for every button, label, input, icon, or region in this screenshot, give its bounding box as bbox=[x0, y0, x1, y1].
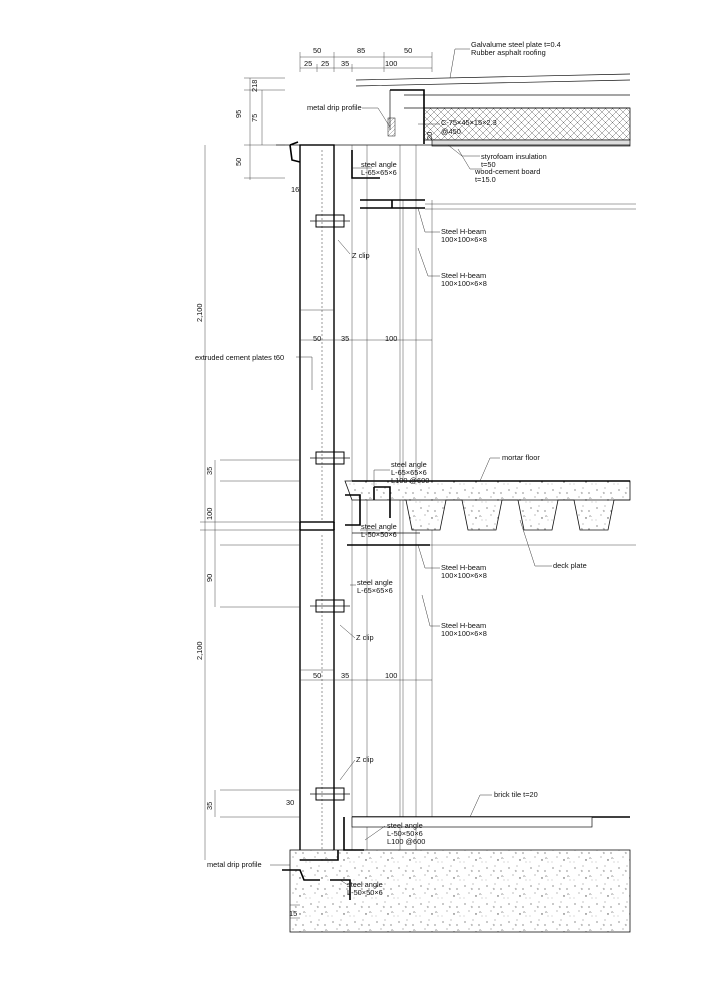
label-angle-mid-size: L-65×65×6 bbox=[391, 468, 427, 477]
label-deck-plate: deck plate bbox=[553, 561, 587, 570]
label-angle-mid-b-size: L-50×50×6 bbox=[361, 530, 397, 539]
dim-top-25a: 25 bbox=[304, 59, 312, 68]
dim-mid-35: 35 bbox=[341, 334, 349, 343]
label-angle-top-size: L-65×65×6 bbox=[361, 168, 397, 177]
label-angle-low: steel angle bbox=[357, 578, 393, 587]
dim-v-95: 95 bbox=[234, 110, 243, 118]
dim-v-2100-lower: 2,100 bbox=[195, 642, 204, 661]
label-angle-top: steel angle bbox=[361, 160, 397, 169]
dim-v-2100-upper: 2,100 bbox=[195, 304, 204, 323]
label-galvalume: Galvalume steel plate t=0.4 bbox=[471, 40, 561, 49]
label-angle-mid-b: steel angle bbox=[361, 522, 397, 531]
dim-v-50: 50 bbox=[234, 158, 243, 166]
h-beam-top bbox=[351, 150, 636, 210]
ground-slab bbox=[282, 816, 631, 933]
label-angle-base: steel angle bbox=[347, 880, 383, 889]
label-zclip-3: Z clip bbox=[356, 755, 374, 764]
label-angle-bottom-size: L-50×50×6 bbox=[387, 829, 423, 838]
label-ecp: extruded cement plates t60 bbox=[195, 353, 284, 362]
label-metal-drip-top: metal drip profile bbox=[307, 103, 362, 112]
dim-v-20: 20 bbox=[425, 132, 434, 140]
dim-v-100-mid: 100 bbox=[205, 508, 214, 520]
dim-low-35: 35 bbox=[341, 671, 349, 680]
dim-top-25b: 25 bbox=[321, 59, 329, 68]
label-c-purlin: C-75×45×15×2.3 bbox=[441, 118, 497, 127]
label-metal-drip-bottom: metal drip profile bbox=[207, 860, 262, 869]
label-mortar-floor: mortar floor bbox=[502, 453, 540, 462]
label-styrofoam-thickness: t=50 bbox=[481, 160, 496, 169]
label-angle-mid-spacing: L100 @600 bbox=[391, 476, 429, 485]
label-hbeam-a: Steel H-beam bbox=[441, 227, 486, 236]
label-wood-cement: wood-cement board bbox=[474, 167, 540, 176]
label-angle-low-size: L-65×65×6 bbox=[357, 586, 393, 595]
label-brick-tile: brick tile t=20 bbox=[494, 790, 538, 799]
dim-v-30: 30 bbox=[286, 798, 294, 807]
mid-floor-slab bbox=[344, 480, 631, 534]
label-hbeam-d-size: 100×100×6×8 bbox=[441, 629, 487, 638]
dimension-text: 50 85 50 25 25 35 100 218 95 75 50 20 16… bbox=[195, 46, 434, 918]
label-angle-bottom: steel angle bbox=[387, 821, 423, 830]
dim-low-50: 50 bbox=[313, 671, 321, 680]
dim-v-75: 75 bbox=[250, 114, 259, 122]
z-clips bbox=[310, 214, 350, 801]
label-hbeam-a-size: 100×100×6×8 bbox=[441, 235, 487, 244]
dim-top-35: 35 bbox=[341, 59, 349, 68]
dim-top-100: 100 bbox=[385, 59, 397, 68]
dim-top-85: 85 bbox=[357, 46, 365, 55]
label-hbeam-c: Steel H-beam bbox=[441, 563, 486, 572]
dim-v-35-low: 35 bbox=[205, 802, 214, 810]
dim-mid-50: 50 bbox=[313, 334, 321, 343]
cement-panel-lower bbox=[299, 529, 335, 861]
dim-v-15: 15 bbox=[289, 909, 297, 918]
label-hbeam-b-size: 100×100×6×8 bbox=[441, 279, 487, 288]
label-wood-cement-thickness: t=15.0 bbox=[475, 175, 496, 184]
dim-v-35-mid: 35 bbox=[205, 467, 214, 475]
label-c-purlin-spacing: @450 bbox=[441, 127, 461, 136]
annotation-labels: Galvalume steel plate t=0.4 Rubber aspha… bbox=[195, 40, 587, 897]
label-angle-bottom-spacing: L100 @600 bbox=[387, 837, 425, 846]
label-angle-mid: steel angle bbox=[391, 460, 427, 469]
dim-mid-100: 100 bbox=[385, 334, 397, 343]
label-hbeam-b: Steel H-beam bbox=[441, 271, 486, 280]
label-rubber-roofing: Rubber asphalt roofing bbox=[471, 48, 546, 57]
dim-v-218: 218 bbox=[250, 80, 259, 92]
label-zclip-2: Z clip bbox=[356, 633, 374, 642]
dim-v-90: 90 bbox=[205, 574, 214, 582]
dimension-lines bbox=[200, 52, 433, 919]
label-styrofoam: styrofoam insulation bbox=[481, 152, 547, 161]
panel-joint bbox=[299, 522, 335, 530]
dim-top-50a: 50 bbox=[313, 46, 321, 55]
label-angle-base-size: L-50×50×6 bbox=[347, 888, 383, 897]
label-zclip-1: Z clip bbox=[352, 251, 370, 260]
label-hbeam-c-size: 100×100×6×8 bbox=[441, 571, 487, 580]
dim-low-100: 100 bbox=[385, 671, 397, 680]
dim-top-50b: 50 bbox=[404, 46, 412, 55]
dim-v-16: 16 bbox=[291, 185, 299, 194]
leader-lines bbox=[270, 48, 552, 886]
label-hbeam-d: Steel H-beam bbox=[441, 621, 486, 630]
